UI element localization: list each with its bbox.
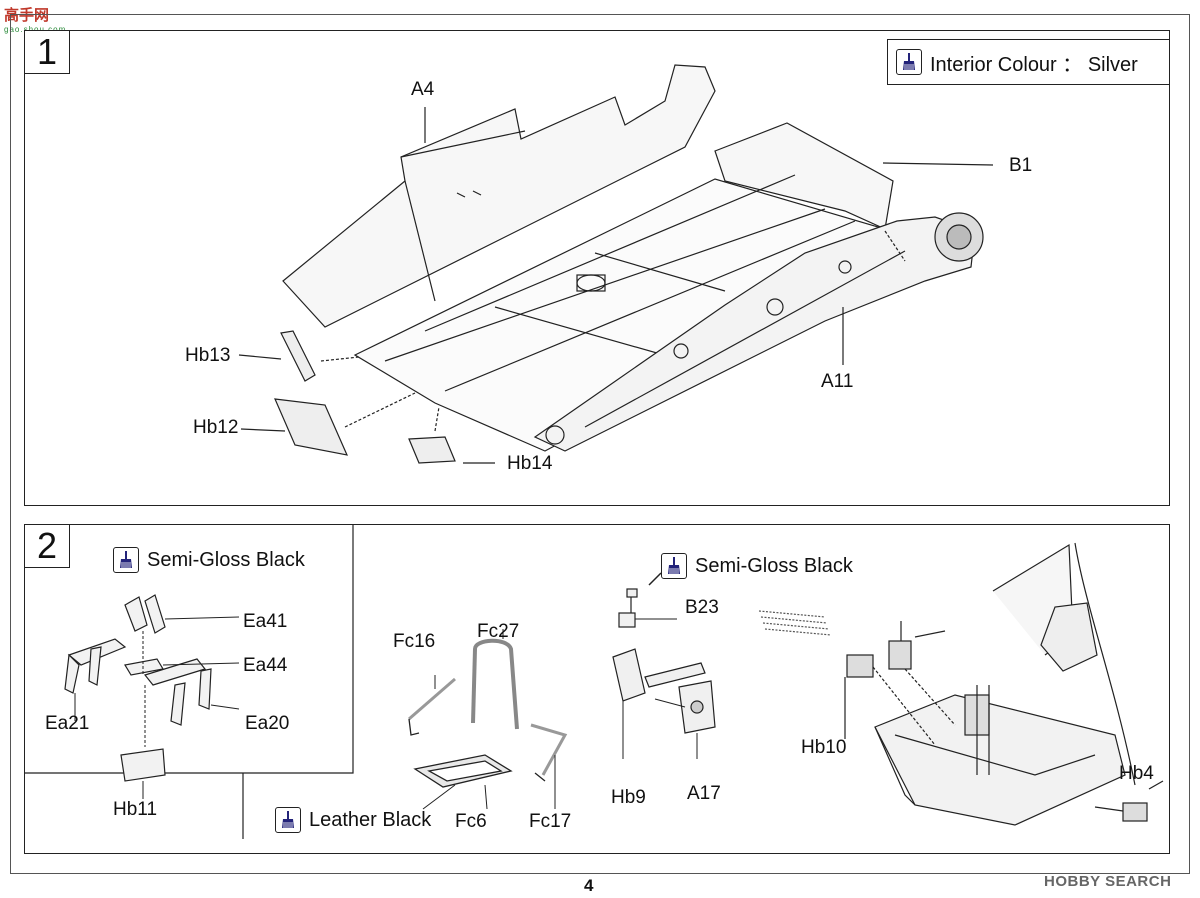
part-label-ea21: Ea21 (45, 713, 90, 734)
step-1-number: 1 (24, 30, 70, 74)
part-label-a11: A11 (821, 371, 854, 392)
paint-note-right: Semi-Gloss Black (661, 553, 853, 579)
part-label-ea41: Ea41 (243, 611, 288, 632)
part-label-hb11: Hb11 (113, 799, 158, 820)
part-label-a17: A17 (687, 783, 721, 804)
part-label-hb9: Hb9 (611, 787, 646, 808)
part-label-fc17: Fc17 (529, 811, 572, 832)
paint-center-label: Leather Black (309, 808, 432, 831)
paint-brush-icon (896, 49, 922, 75)
paint-brush-icon (275, 807, 301, 833)
hull-interior-drawing (758, 542, 1164, 826)
paint-note-center: Leather Black (275, 807, 431, 833)
hull-floor-drawing (238, 64, 994, 464)
part-label-ea20: Ea20 (245, 713, 290, 734)
step-2-number: 2 (24, 524, 70, 568)
part-label-a4: A4 (411, 79, 435, 100)
page-frame (10, 14, 1190, 874)
part-label-hb4: Hb4 (1119, 763, 1154, 784)
paint-note-left: Semi-Gloss Black (113, 547, 305, 573)
store-watermark: HOBBY SEARCH (1044, 873, 1172, 890)
paint-brush-icon (661, 553, 687, 579)
seat-drawing (408, 629, 568, 810)
interior-colour-label: Interior Colour ： Silver (930, 53, 1138, 76)
part-label-fc6: Fc6 (455, 811, 487, 832)
paint-brush-icon (113, 547, 139, 573)
part-label-hb12: Hb12 (193, 417, 239, 438)
part-label-fc16: Fc16 (393, 631, 436, 652)
site-watermark: 高手网 gao.shou.com (4, 7, 65, 34)
part-label-b1: B1 (1009, 155, 1033, 176)
part-label-fc27: Fc27 (477, 621, 520, 642)
seat-bracket-drawing (64, 594, 240, 799)
part-label-hb10: Hb10 (801, 737, 847, 758)
paint-right-label: Semi-Gloss Black (695, 554, 853, 577)
interior-colour-note: Interior Colour ： Silver (887, 39, 1170, 85)
step-2-panel: 2 Semi-Gloss Black (24, 524, 1170, 854)
step-1-panel: 1 Interior Colour ： Silver (24, 30, 1170, 506)
part-label-ea44: Ea44 (243, 655, 288, 676)
gear-lever-drawing (612, 572, 716, 759)
part-label-hb13: Hb13 (185, 345, 231, 366)
part-label-hb14: Hb14 (507, 453, 553, 474)
paint-left-label: Semi-Gloss Black (147, 548, 305, 571)
page-number: 4 (584, 876, 594, 895)
part-label-b23: B23 (685, 597, 719, 618)
